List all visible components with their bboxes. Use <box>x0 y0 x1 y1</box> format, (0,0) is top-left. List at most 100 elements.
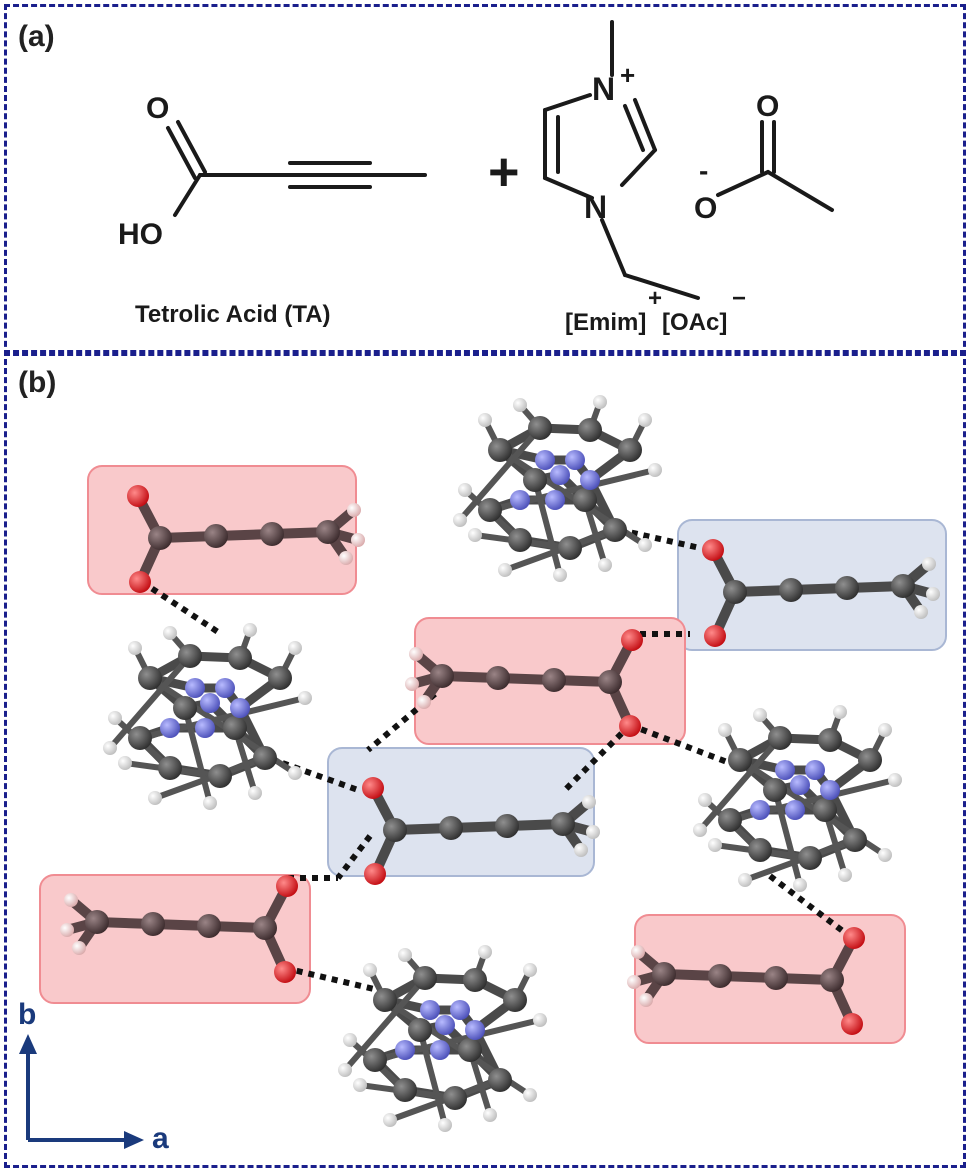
emim-cation-1 <box>453 395 662 582</box>
carbon-atom <box>443 1086 467 1110</box>
carbon-atom <box>618 438 642 462</box>
carbon-atom <box>228 646 252 670</box>
hydrogen-atom <box>638 538 652 552</box>
carbon-atom <box>858 748 882 772</box>
hydrogen-atom <box>398 948 412 962</box>
carbon-atom <box>718 808 742 832</box>
carbon-atom <box>260 522 284 546</box>
hydrogen-atom <box>483 1108 497 1122</box>
acetate-charge-label: - <box>699 155 708 186</box>
nitrogen-atom <box>775 760 795 780</box>
ta-molecule-1 <box>127 485 365 593</box>
ta-molecule-5 <box>60 875 298 983</box>
nitrogen-atom <box>450 1000 470 1020</box>
carbon-atom <box>723 580 747 604</box>
oxygen-atom <box>364 863 386 885</box>
panel-b-frame <box>4 350 966 1168</box>
hydrogen-atom <box>243 623 257 637</box>
carbon-atom <box>488 1068 512 1092</box>
panel-a-frame <box>4 4 966 356</box>
hydrogen-atom <box>108 711 122 725</box>
carbon-atom <box>488 438 512 462</box>
oxygen-atom <box>276 875 298 897</box>
nitrogen-atom <box>790 775 810 795</box>
oxygen-atom <box>362 777 384 799</box>
hydrogen-atom <box>638 413 652 427</box>
emim-cation-4 <box>338 945 547 1132</box>
hydrogen-atom <box>298 691 312 705</box>
bond <box>697 736 783 832</box>
hydrogen-atom <box>693 823 707 837</box>
il-caption-cation: [Emim] <box>565 309 646 336</box>
carbon-atom <box>478 498 502 522</box>
acetate-oxygen-label: O <box>756 90 779 123</box>
oxygen-atom <box>129 571 151 593</box>
bond <box>342 976 428 1072</box>
carbon-atom <box>430 664 454 688</box>
carbon-atom <box>486 666 510 690</box>
oxygen-atom <box>274 961 296 983</box>
hydrogen-atom <box>523 963 537 977</box>
carbon-atom <box>818 728 842 752</box>
carbon-atom <box>779 578 803 602</box>
carbon-atom <box>268 666 292 690</box>
carbon-atom <box>843 828 867 852</box>
hydrogen-atom <box>128 641 142 655</box>
emim-cation-structure <box>543 20 700 300</box>
oxygen-atom <box>127 485 149 507</box>
carbon-atom <box>383 818 407 842</box>
ta-highlight-box-4 <box>327 747 595 877</box>
carbon-atom <box>508 528 532 552</box>
carbon-atom <box>652 962 676 986</box>
hydrogen-atom <box>163 626 177 640</box>
hydrogen-atom <box>478 413 492 427</box>
panel-b-label: (b) <box>18 366 57 399</box>
hydrogen-atom <box>347 503 361 517</box>
hydrogen-atom <box>288 641 302 655</box>
hydrogen-atom <box>708 838 722 852</box>
carbon-atom <box>813 798 837 822</box>
hydrogen-atom <box>453 513 467 527</box>
hydrogen-atom <box>478 945 492 959</box>
carbon-atom <box>208 764 232 788</box>
hydrogen-atom <box>203 796 217 810</box>
carbon-atom <box>528 416 552 440</box>
hydrogen-atom <box>405 677 419 691</box>
hydrogen-atom <box>878 848 892 862</box>
hydrogen-atom <box>598 558 612 572</box>
axis-b-label: b <box>18 998 36 1031</box>
nitrogen-atom <box>550 465 570 485</box>
carbon-atom <box>598 670 622 694</box>
hydrogen-atom <box>582 795 596 809</box>
carbon-atom <box>178 644 202 668</box>
carbon-atom <box>439 816 463 840</box>
carbon-atom <box>891 574 915 598</box>
carbon-atom <box>728 748 752 772</box>
hydrogen-atom <box>586 825 600 839</box>
carbon-atom <box>708 964 732 988</box>
carbon-atom <box>835 576 859 600</box>
carbon-atom <box>463 968 487 992</box>
hydrogen-atom <box>878 723 892 737</box>
il-caption-anion: [OAc] <box>662 309 727 336</box>
oxygen-atom <box>704 625 726 647</box>
carbon-atom <box>138 666 162 690</box>
hydrogen-atom <box>833 705 847 719</box>
hydrogen-atom <box>627 975 641 989</box>
hydrogen-atom <box>417 695 431 709</box>
hydrogen-atom <box>738 873 752 887</box>
hydrogen-atom <box>793 878 807 892</box>
nitrogen-atom <box>185 678 205 698</box>
emim-nitrogen-2-label: N <box>584 189 607 225</box>
oxygen-atom <box>702 539 724 561</box>
ionic-liquid-molecules <box>103 395 902 1132</box>
hydrogen-atom <box>438 1118 452 1132</box>
carbon-atom <box>768 726 792 750</box>
nitrogen-atom <box>200 693 220 713</box>
hydrogen-atom <box>922 557 936 571</box>
carbon-atom <box>363 1048 387 1072</box>
hydrogen-atom <box>353 1078 367 1092</box>
hydrogen-atom <box>926 587 940 601</box>
ta-molecule-2 <box>702 539 940 647</box>
hydrogen-atom <box>523 1088 537 1102</box>
